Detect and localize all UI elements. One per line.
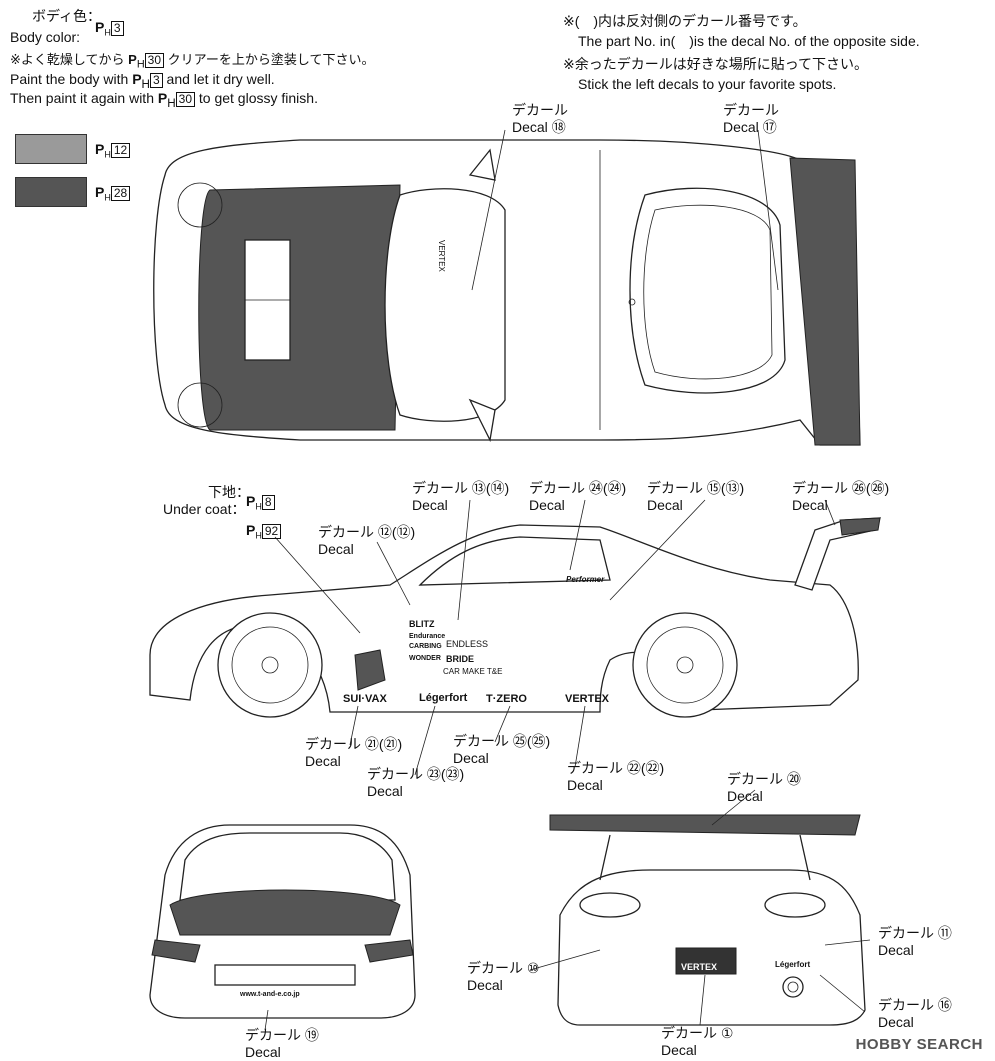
body-color-jp: ボディ色： xyxy=(32,8,102,24)
logo-vertex-top: VERTEX xyxy=(437,240,446,272)
callout-10-jp: デカール ⑩ xyxy=(467,960,540,976)
logo-legerfort: Légerfort xyxy=(419,692,468,704)
logo-blitz: BLITZ xyxy=(409,619,435,629)
callout-22: Decal xyxy=(567,777,603,793)
callout-19: Decal xyxy=(245,1044,281,1060)
logo-wonder: WONDER xyxy=(409,655,441,662)
callout-20: Decal xyxy=(727,788,763,804)
rear-view-car xyxy=(529,789,871,1026)
callout-26: Decal xyxy=(792,497,828,513)
callout-10: Decal xyxy=(467,977,503,993)
logo-vertex-side: VERTEX xyxy=(565,693,610,705)
undercoat-en: Under coat： xyxy=(163,501,246,517)
logo-endurance: Endurance xyxy=(409,633,446,640)
callout-11-jp: デカール ⑪ xyxy=(878,925,952,941)
logo-vertex-plate: VERTEX xyxy=(681,962,718,972)
logo-sui-vax: SUI·VAX xyxy=(343,693,387,705)
note-leftover-en: Stick the left decals to your favorite s… xyxy=(578,76,837,92)
callout-1: Decal xyxy=(661,1042,697,1058)
callout-23: Decal xyxy=(367,783,403,799)
undercoat-jp: 下地： xyxy=(208,484,250,500)
callout-17-jp: デカール xyxy=(723,102,779,118)
callout-26-jp: デカール ㉖(㉖) xyxy=(792,480,890,496)
callout-12-jp: デカール ⑫(⑫) xyxy=(318,524,416,540)
callout-16: Decal xyxy=(878,1014,914,1030)
callout-1-jp: デカール ① xyxy=(661,1025,734,1041)
callout-21: Decal xyxy=(305,753,341,769)
logo-bride: BRIDE xyxy=(446,654,475,664)
callout-21-jp: デカール ㉑(㉑) xyxy=(305,736,403,752)
callout-11: Decal xyxy=(878,942,914,958)
callout-23-jp: デカール ㉓(㉓) xyxy=(367,766,465,782)
swatch-ph28 xyxy=(15,177,87,207)
watermark: HOBBY SEARCH xyxy=(855,1036,983,1053)
logo-endless: ENDLESS xyxy=(446,639,489,649)
callout-13: Decal xyxy=(412,497,448,513)
callout-18-jp: デカール xyxy=(512,102,568,118)
callout-15-jp: デカール ⑮(⑬) xyxy=(647,480,745,496)
logo-legerfort-rear: Légerfort xyxy=(775,960,811,969)
callout-24: Decal xyxy=(529,497,565,513)
side-view-car xyxy=(149,499,881,776)
top-view-car xyxy=(153,129,861,446)
callout-25-jp: デカール ㉕(㉕) xyxy=(453,733,551,749)
callout-22-jp: デカール ㉒(㉒) xyxy=(567,760,665,776)
body-color-en: Body color: xyxy=(10,29,81,45)
logo-carbing: CARBING xyxy=(409,643,442,650)
note-opposite-jp: ※( )内は反対側のデカール番号です。 xyxy=(563,13,807,29)
logo-performer: Performer xyxy=(566,575,605,584)
logo-tzero: T·ZERO xyxy=(486,693,527,705)
callout-19-jp: デカール ⑲ xyxy=(245,1027,319,1043)
note-leftover-jp: ※余ったデカールは好きな場所に貼って下さい。 xyxy=(563,56,869,72)
callout-24-jp: デカール ㉔(㉔) xyxy=(529,480,627,496)
callout-25: Decal xyxy=(453,750,489,766)
callout-16-jp: デカール ⑯ xyxy=(878,997,952,1013)
callout-15: Decal xyxy=(647,497,683,513)
callout-20-jp: デカール ⑳ xyxy=(727,771,801,787)
logo-carmake: CAR MAKE T&E xyxy=(443,667,503,676)
note-opposite-en: The part No. in( )is the decal No. of th… xyxy=(578,33,920,49)
logo-url: www.t-and-e.co.jp xyxy=(240,991,300,998)
callout-17: Decal ⑰ xyxy=(723,119,777,135)
callout-12: Decal xyxy=(318,541,354,557)
swatch-ph12 xyxy=(15,134,87,164)
front-view-car xyxy=(149,824,416,1031)
callout-13-jp: デカール ⑬(⑭) xyxy=(412,480,510,496)
callout-18: Decal ⑱ xyxy=(512,119,566,135)
